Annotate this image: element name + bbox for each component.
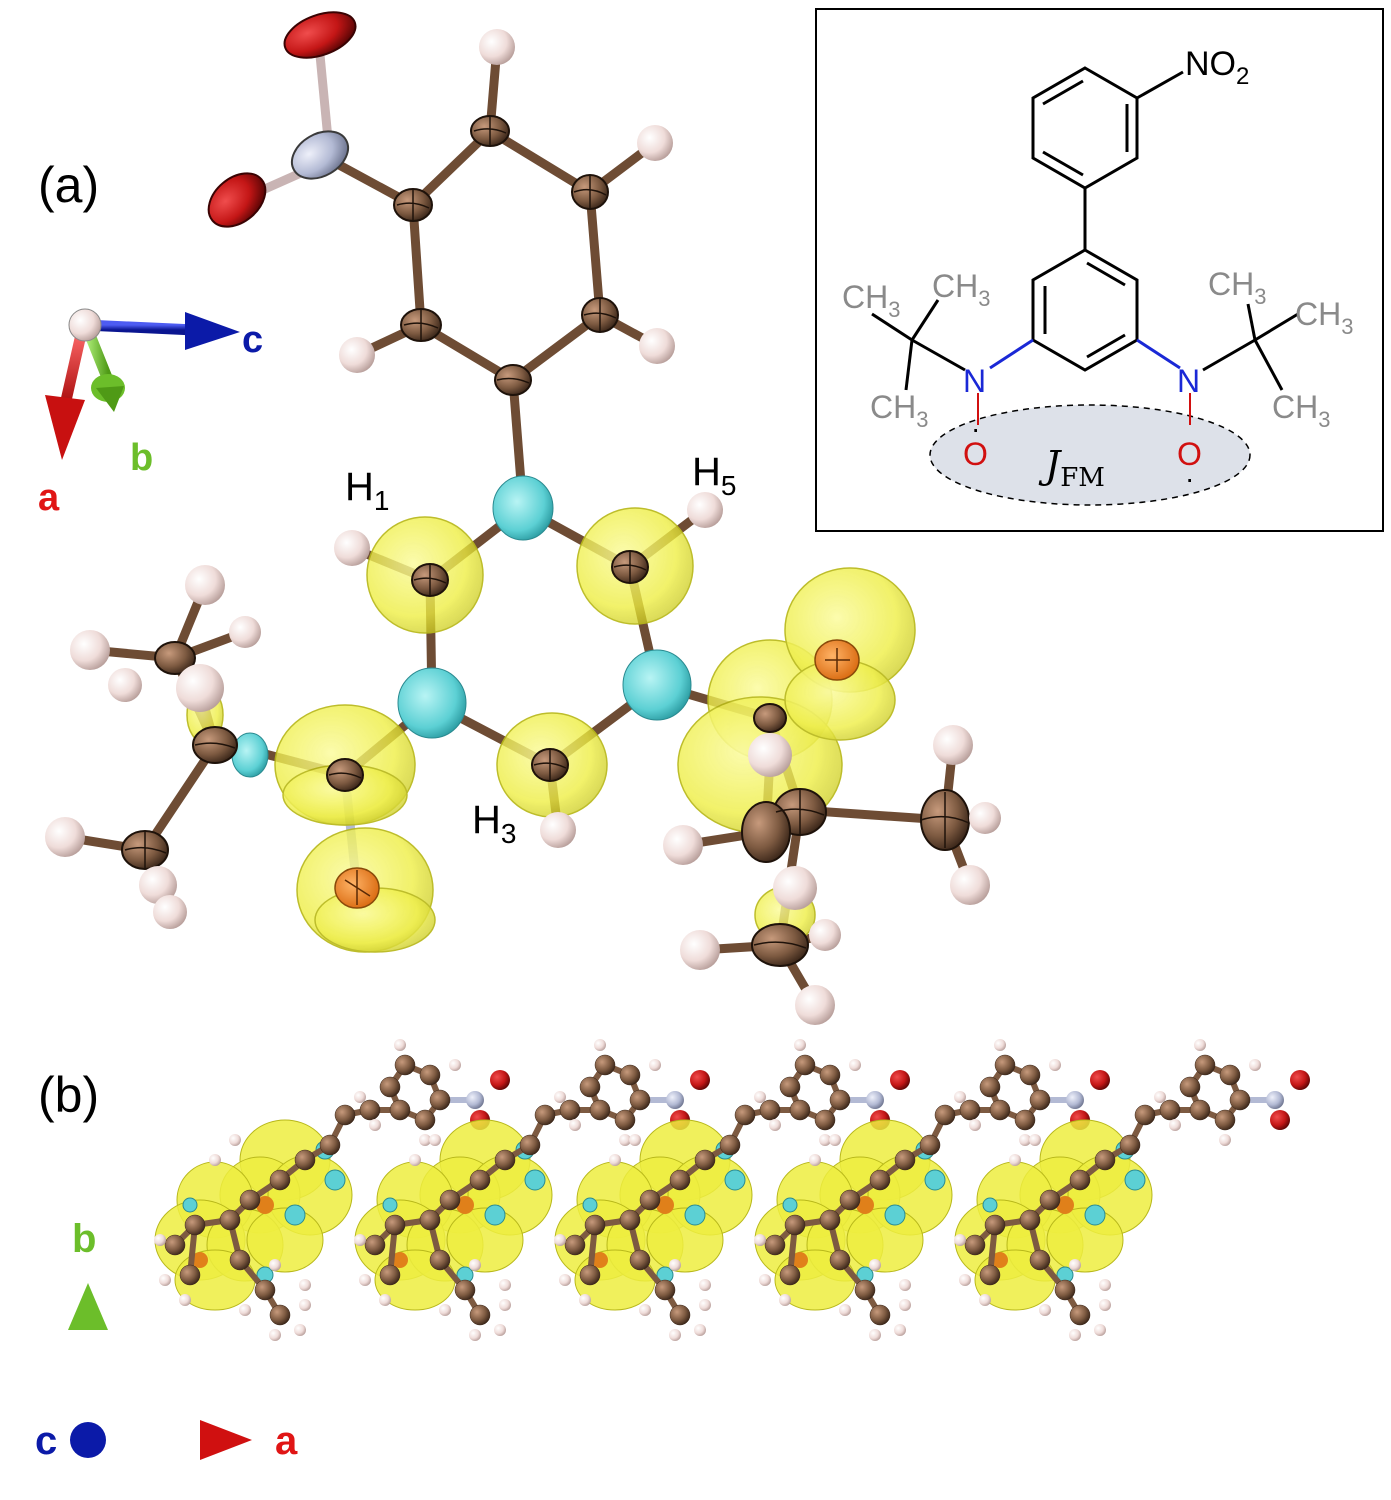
inset-ch3-1: CH3 [842, 279, 900, 322]
inset-no2-label: NO2 [1185, 45, 1249, 90]
axis-triad-panel-b: b c a [35, 1217, 298, 1463]
axis-c-arrow [84, 312, 240, 350]
inset-ch3-5: CH3 [1295, 296, 1353, 339]
coupling-label-jfm: JFM [1038, 443, 1105, 493]
axis-label-b: b [72, 1217, 96, 1261]
inset-ch3-6: CH3 [1272, 389, 1330, 432]
inset-o-right: O [1177, 436, 1202, 472]
panel-b-label: (b) [38, 1067, 99, 1123]
inset-radical-dot-left: · [971, 413, 980, 444]
axis-c-dot [70, 1422, 106, 1458]
inset-ch3-2: CH3 [932, 268, 990, 311]
coupling-ellipse [929, 404, 1251, 506]
proton-label-h5: H5 [692, 450, 736, 501]
inset-n-right: N [1177, 363, 1200, 399]
hydrogen-atoms [45, 29, 1001, 1025]
axis-label-a: a [38, 477, 60, 519]
axis-a-arrow [45, 328, 88, 460]
inset-ch3-3: CH3 [870, 389, 928, 432]
axis-b-arrow [82, 327, 125, 412]
axis-label-c: c [35, 1419, 57, 1463]
axis-triad-panel-a: c b a [38, 308, 263, 519]
panel-b-molecular-chain [154, 1039, 1310, 1341]
inset-ch3-4: CH3 [1208, 266, 1266, 309]
axis-b-head [68, 1283, 108, 1330]
structure-inset: NO2 N N O O · · CH3 CH3 CH3 CH3 CH3 CH3 … [815, 8, 1384, 532]
negative-spin-density [231, 475, 821, 825]
axis-label-b: b [130, 437, 153, 479]
inset-bonds [871, 66, 1299, 425]
proton-label-h3: H3 [472, 798, 516, 849]
axis-a-head [200, 1420, 252, 1460]
axis-label-a: a [275, 1419, 298, 1463]
proton-label-h1: H1 [345, 465, 389, 516]
panel-a-molecule [45, 11, 1001, 1025]
inset-radical-dot-right: · [1185, 463, 1194, 494]
carbon-atoms [121, 115, 970, 967]
axis-label-c: c [242, 319, 263, 361]
axis-origin [68, 308, 102, 342]
inset-o-left: O [963, 436, 988, 472]
inset-n-left: N [963, 363, 986, 399]
nitro-group [207, 11, 357, 228]
chain-unit-5 [954, 1039, 1310, 1341]
panel-a-label: (a) [38, 157, 99, 213]
ellipsoid-principal-axes [124, 117, 970, 949]
